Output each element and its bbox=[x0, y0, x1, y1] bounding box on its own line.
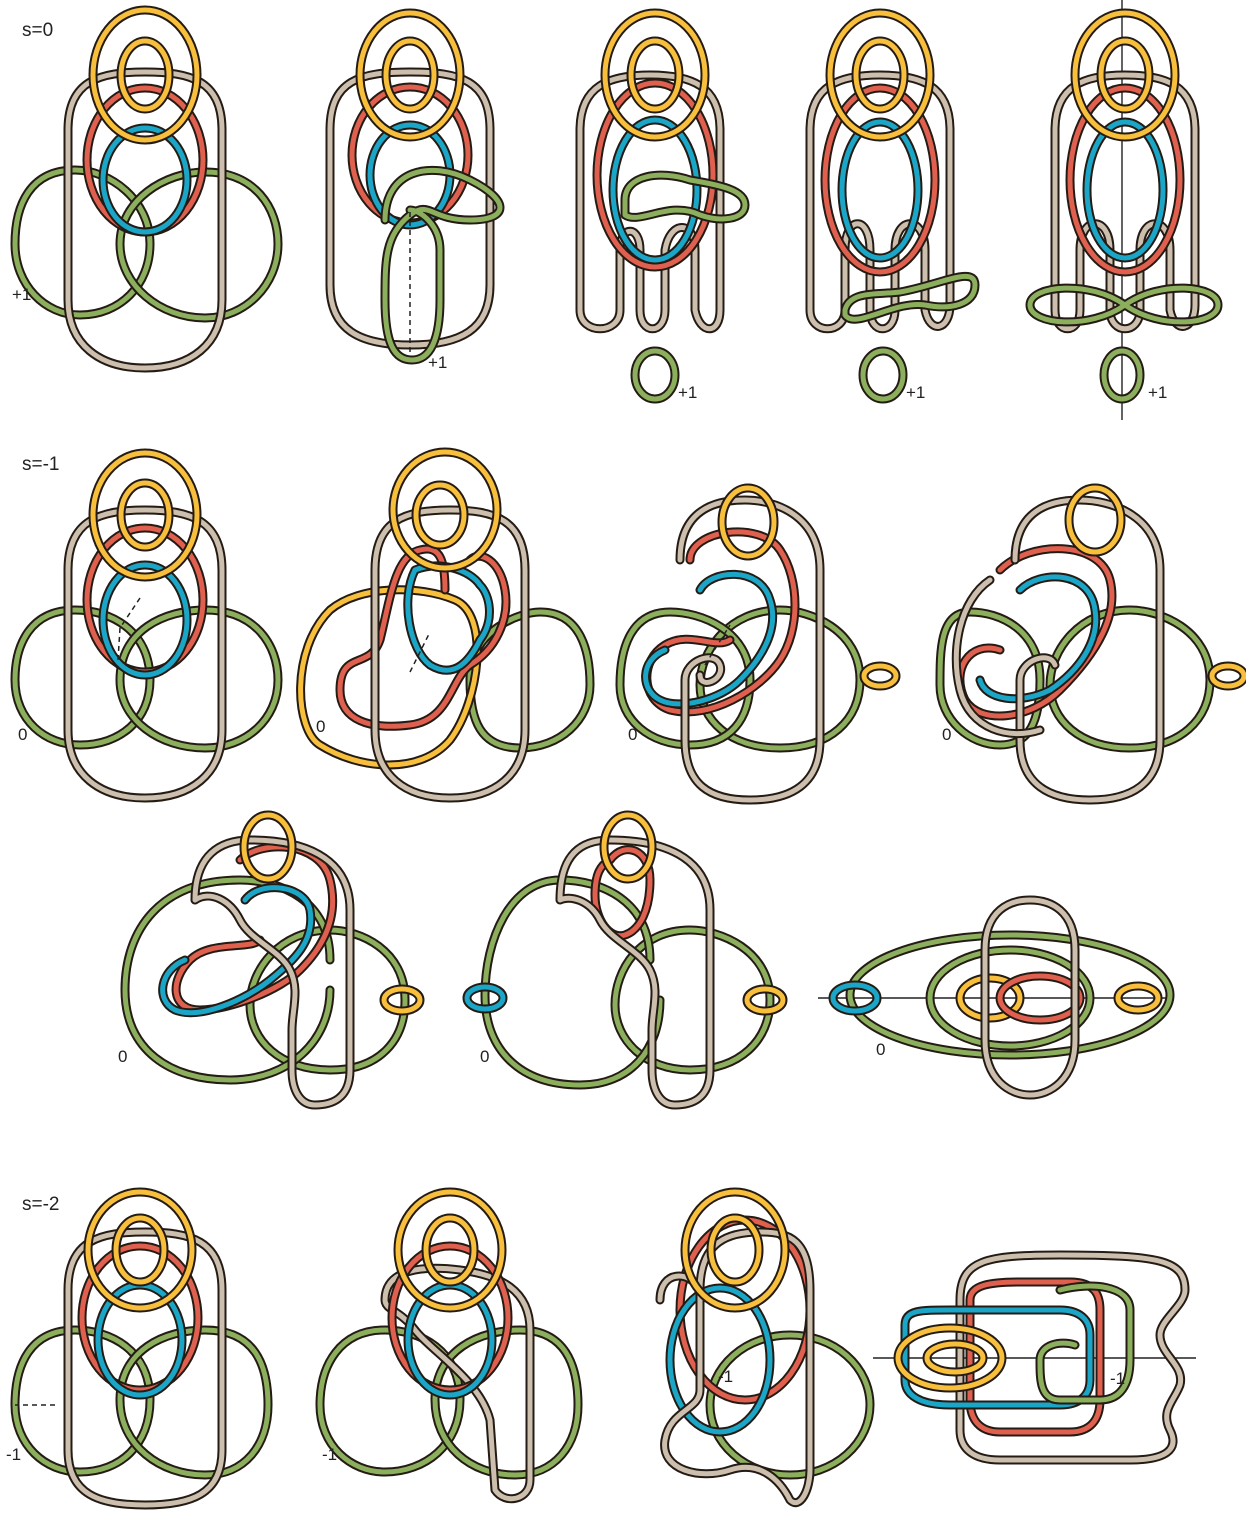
row-label-s-1: s=-1 bbox=[22, 454, 60, 475]
coefficient-label: 0 bbox=[18, 725, 27, 744]
coefficient-label: +1 bbox=[428, 353, 447, 372]
panel-r2-2: 0 bbox=[467, 815, 783, 1105]
coefficient-label: 0 bbox=[480, 1047, 489, 1066]
panel-r0-3: +1 bbox=[580, 13, 745, 402]
green-curve bbox=[15, 170, 150, 315]
coefficient-label: 0 bbox=[316, 717, 325, 736]
coefficient-label: +1 bbox=[678, 383, 697, 402]
panel-r3-3: -1 bbox=[660, 1192, 870, 1503]
row-label-s-2: s=-2 bbox=[22, 1194, 60, 1215]
panel-r0-4: +1 bbox=[810, 13, 975, 402]
coefficient-label: 0 bbox=[942, 725, 951, 744]
green-unknot bbox=[863, 351, 903, 399]
green-curve bbox=[125, 880, 330, 1080]
coefficient-label: +1 bbox=[906, 383, 925, 402]
blue-curve bbox=[842, 122, 918, 258]
panel-r1-1: 0 bbox=[15, 453, 278, 798]
coefficient-label: 0 bbox=[118, 1047, 127, 1066]
coefficient-label: -1 bbox=[322, 1445, 337, 1464]
panel-r3-2: -1 bbox=[320, 1192, 578, 1499]
panel-r3-4: -1 bbox=[873, 1255, 1196, 1460]
coefficient-label: -1 bbox=[718, 1367, 733, 1386]
panel-r0-5: +1 bbox=[1030, 0, 1218, 420]
tan-curve bbox=[375, 510, 525, 798]
coefficient-label: +1 bbox=[12, 285, 31, 304]
panel-r1-2: 0 bbox=[301, 452, 590, 798]
blue-curve bbox=[1087, 122, 1163, 258]
panel-r2-3: 0 bbox=[818, 900, 1170, 1095]
green-curve-outline bbox=[845, 276, 975, 319]
row-label-s0: s=0 bbox=[22, 20, 53, 41]
tan-curve-outline bbox=[375, 510, 525, 798]
blue-curve-outline bbox=[163, 888, 311, 1013]
coefficient-label: -1 bbox=[6, 1445, 21, 1464]
panel-r1-4: 0 bbox=[940, 488, 1244, 800]
coefficient-label: 0 bbox=[628, 725, 637, 744]
panel-r0-2: +1 bbox=[330, 13, 500, 372]
green-curve bbox=[710, 1335, 870, 1475]
panel-r3-1: -1 bbox=[6, 1192, 268, 1505]
coefficient-label: 0 bbox=[876, 1040, 885, 1059]
panel-r1-3: 0 bbox=[620, 488, 896, 800]
tan-curve-outline bbox=[660, 1232, 810, 1503]
coefficient-label: +1 bbox=[1148, 383, 1167, 402]
panel-r0-1: +1 bbox=[12, 10, 278, 368]
panel-r2-1: 0 bbox=[118, 815, 420, 1105]
yellow-curve bbox=[711, 1218, 759, 1282]
coefficient-label: -1 bbox=[1110, 1369, 1125, 1388]
blue-curve bbox=[163, 888, 311, 1013]
green-unknot bbox=[635, 351, 675, 399]
